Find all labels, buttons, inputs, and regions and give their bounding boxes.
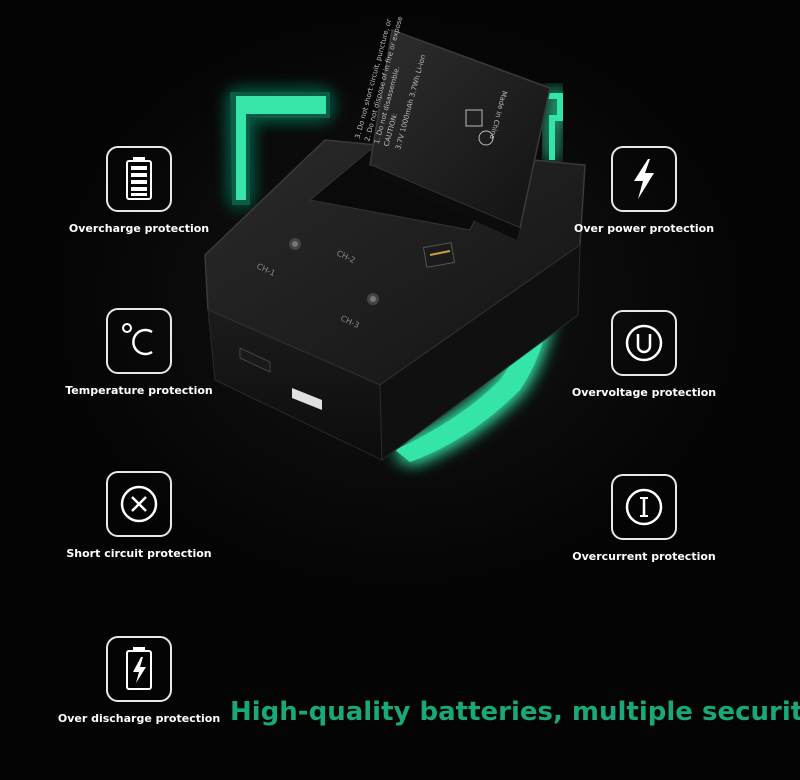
- celsius-icon: [106, 308, 172, 374]
- i-circle-icon: [611, 474, 677, 540]
- feature-label-overcurrent: Overcurrent protection: [572, 550, 716, 563]
- battery-bolt-icon: [106, 636, 172, 702]
- feature-over-discharge: Over discharge protection: [58, 636, 220, 725]
- feature-overvoltage: Overvoltage protection: [572, 310, 716, 399]
- feature-temperature: Temperature protection: [65, 308, 213, 397]
- headline: High-quality batteries, multiple securit…: [230, 697, 800, 727]
- battery-full-icon: [106, 146, 172, 212]
- feature-label-overvoltage: Overvoltage protection: [571, 386, 717, 399]
- feature-label-short-circuit: Short circuit protection: [66, 547, 212, 560]
- feature-label-over-power: Over power protection: [573, 222, 715, 235]
- feature-short-circuit: Short circuit protection: [66, 471, 212, 560]
- lightning-icon: [611, 146, 677, 212]
- feature-overcurrent: Overcurrent protection: [572, 474, 716, 563]
- u-circle-icon: [611, 310, 677, 376]
- feature-overcharge: Overcharge protection: [69, 146, 209, 235]
- x-circle-icon: [106, 471, 172, 537]
- feature-label-over-discharge: Over discharge protection: [57, 712, 221, 725]
- feature-label-overcharge: Overcharge protection: [68, 222, 210, 235]
- feature-label-temperature: Temperature protection: [65, 384, 213, 397]
- feature-over-power: Over power protection: [573, 146, 715, 235]
